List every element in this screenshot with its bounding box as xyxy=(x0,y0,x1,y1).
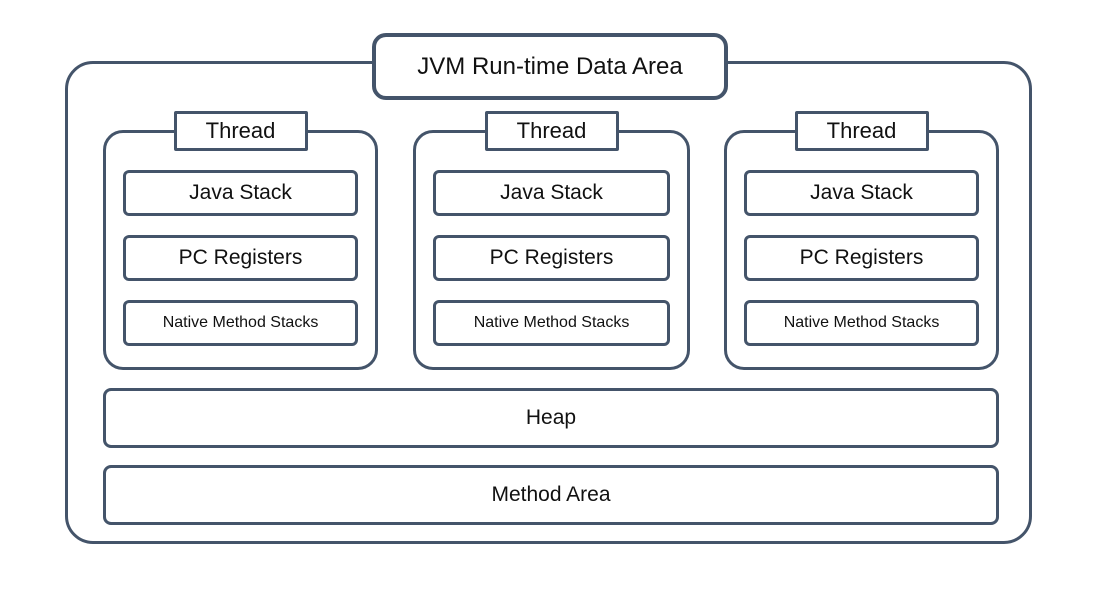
thread-container-1: Thread Java Stack PC Registers Native Me… xyxy=(103,111,378,370)
native-method-stacks-box: Native Method Stacks xyxy=(123,300,358,346)
thread-label-text: Thread xyxy=(205,118,276,143)
java-stack-box: Java Stack xyxy=(123,170,358,216)
pc-registers-label: PC Registers xyxy=(489,246,614,269)
java-stack-box: Java Stack xyxy=(433,170,670,216)
thread-label: Thread xyxy=(794,111,929,151)
java-stack-label: Java Stack xyxy=(189,181,292,204)
native-method-stacks-label: Native Method Stacks xyxy=(783,314,940,331)
pc-registers-box: PC Registers xyxy=(433,235,670,281)
native-method-stacks-box: Native Method Stacks xyxy=(433,300,670,346)
heap-label: Heap xyxy=(525,406,577,429)
thread-label: Thread xyxy=(173,111,308,151)
method-area-label: Method Area xyxy=(491,483,611,506)
thread-label-text: Thread xyxy=(516,118,587,143)
native-method-stacks-label: Native Method Stacks xyxy=(162,314,319,331)
pc-registers-box: PC Registers xyxy=(744,235,979,281)
method-area-box: Method Area xyxy=(103,465,999,525)
java-stack-label: Java Stack xyxy=(500,181,603,204)
thread-container-2: Thread Java Stack PC Registers Native Me… xyxy=(413,111,690,370)
diagram-title-box: JVM Run-time Data Area xyxy=(372,33,728,100)
java-stack-box: Java Stack xyxy=(744,170,979,216)
native-method-stacks-box: Native Method Stacks xyxy=(744,300,979,346)
diagram-title: JVM Run-time Data Area xyxy=(417,52,683,80)
thread-label: Thread xyxy=(484,111,619,151)
pc-registers-label: PC Registers xyxy=(178,246,303,269)
thread-label-text: Thread xyxy=(826,118,897,143)
pc-registers-box: PC Registers xyxy=(123,235,358,281)
java-stack-label: Java Stack xyxy=(810,181,913,204)
thread-container-3: Thread Java Stack PC Registers Native Me… xyxy=(724,111,999,370)
pc-registers-label: PC Registers xyxy=(799,246,924,269)
native-method-stacks-label: Native Method Stacks xyxy=(473,314,630,331)
heap-box: Heap xyxy=(103,388,999,448)
